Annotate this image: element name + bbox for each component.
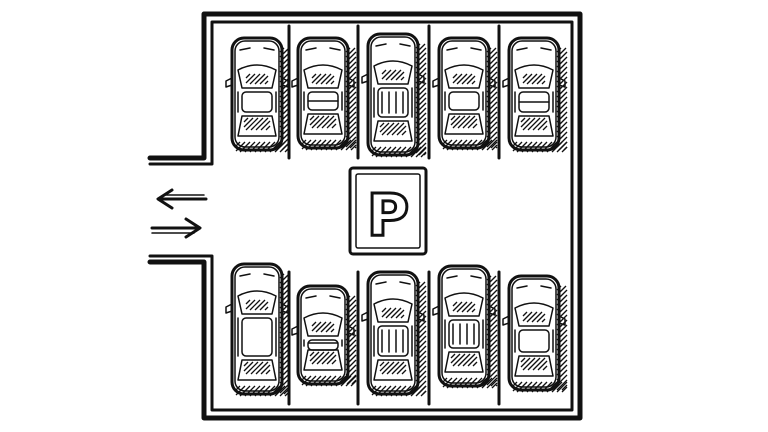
parked-car-top-2 <box>291 36 357 151</box>
parked-car-bottom-3 <box>361 270 427 397</box>
parking-sign-frame <box>348 166 428 256</box>
parked-car-bottom-1 <box>225 262 291 397</box>
parked-car-top-5 <box>502 36 568 153</box>
parked-car-top-3 <box>361 32 427 158</box>
lot-boundary-outer <box>147 11 583 421</box>
top-row-cars <box>225 32 568 158</box>
parking-sign: P <box>348 166 428 256</box>
parked-car-top-1 <box>225 36 291 153</box>
parked-car-bottom-5 <box>502 274 568 393</box>
parking-sign-inner <box>355 173 421 249</box>
exit-arrow-left <box>156 188 208 210</box>
entry-arrow-right <box>150 217 202 239</box>
parking-sign-letter: P <box>367 181 410 249</box>
parked-car-bottom-2 <box>291 284 357 387</box>
bottom-row-cars <box>225 262 568 397</box>
parked-car-top-4 <box>432 36 498 151</box>
lot-boundary-inner <box>148 20 574 412</box>
parked-car-bottom-4 <box>432 264 498 389</box>
